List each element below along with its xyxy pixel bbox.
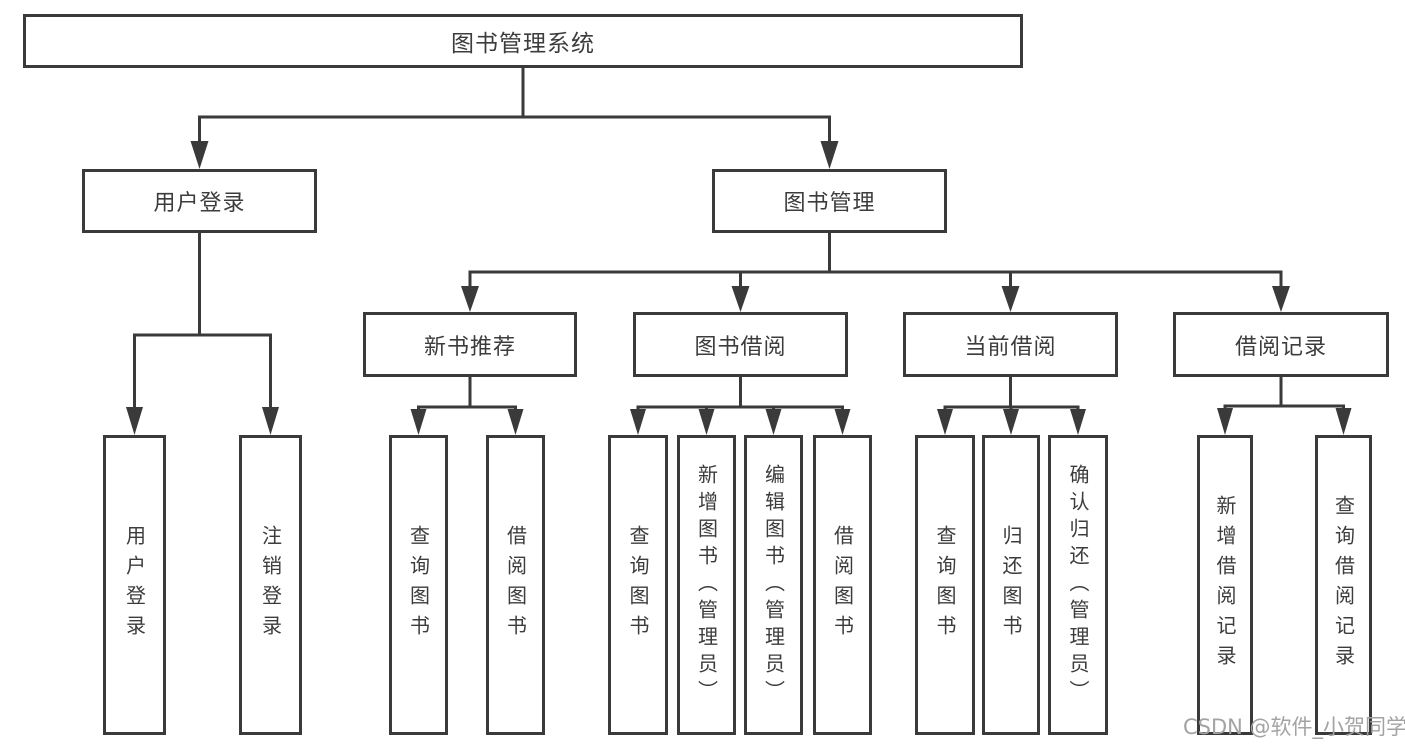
leaf-return-books: 归还图书 (982, 435, 1040, 735)
leaf-logout-login: 注销登录 (239, 435, 302, 735)
node-new-book-recommendation: 新书推荐 (363, 312, 577, 377)
leaf-confirm-return-admin: 确认归还（管理员） (1048, 435, 1108, 735)
leaf-query-books-current: 查询图书 (915, 435, 975, 735)
leaf-add-books-admin: 新增图书（管理员） (677, 435, 736, 735)
node-borrowing-records: 借阅记录 (1173, 312, 1389, 377)
node-current-borrowing: 当前借阅 (903, 312, 1118, 377)
leaf-query-books-borrowing: 查询图书 (608, 435, 668, 735)
leaf-query-books-recommend: 查询图书 (389, 435, 448, 735)
node-user-login-branch: 用户登录 (82, 169, 317, 233)
leaf-user-login: 用户登录 (103, 435, 166, 735)
csdn-watermark: CSDN @软件_小贺同学 (1183, 715, 1405, 739)
node-book-management-branch: 图书管理 (712, 169, 947, 233)
node-book-borrowing: 图书借阅 (633, 312, 848, 377)
leaf-edit-books-admin: 编辑图书（管理员） (744, 435, 803, 735)
leaf-add-borrowing-record: 新增借阅记录 (1197, 435, 1253, 735)
node-library-management-system: 图书管理系统 (23, 14, 1023, 68)
leaf-query-borrowing-record: 查询借阅记录 (1315, 435, 1372, 735)
leaf-borrow-books-recommend: 借阅图书 (486, 435, 545, 735)
leaf-borrow-books: 借阅图书 (813, 435, 872, 735)
